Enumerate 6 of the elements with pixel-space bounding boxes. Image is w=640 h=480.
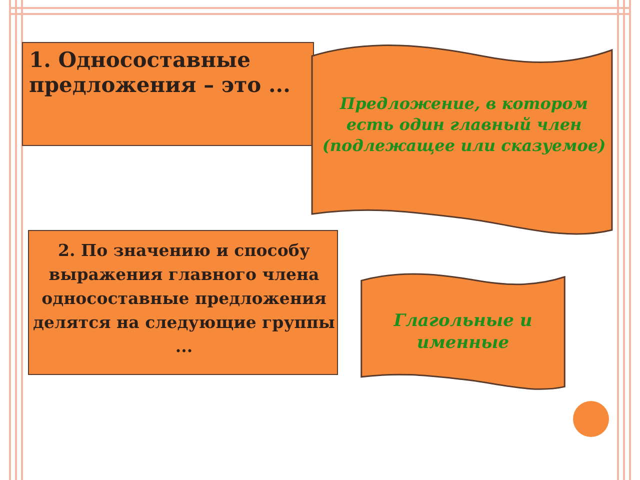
text-box — [28, 230, 338, 375]
text-box — [22, 42, 314, 146]
box-text: 1. Односоставные предложения – это ... — [29, 47, 292, 98]
box-text: 2. По значению и способу выражения главного члена односоставные предложения делятся на следующие группы ... — [32, 240, 336, 358]
banner-text: Глагольные и именные — [392, 310, 534, 354]
banner-text: Предложение, в котором есть один главный член (подлежащее или сказуемое) — [321, 94, 607, 156]
